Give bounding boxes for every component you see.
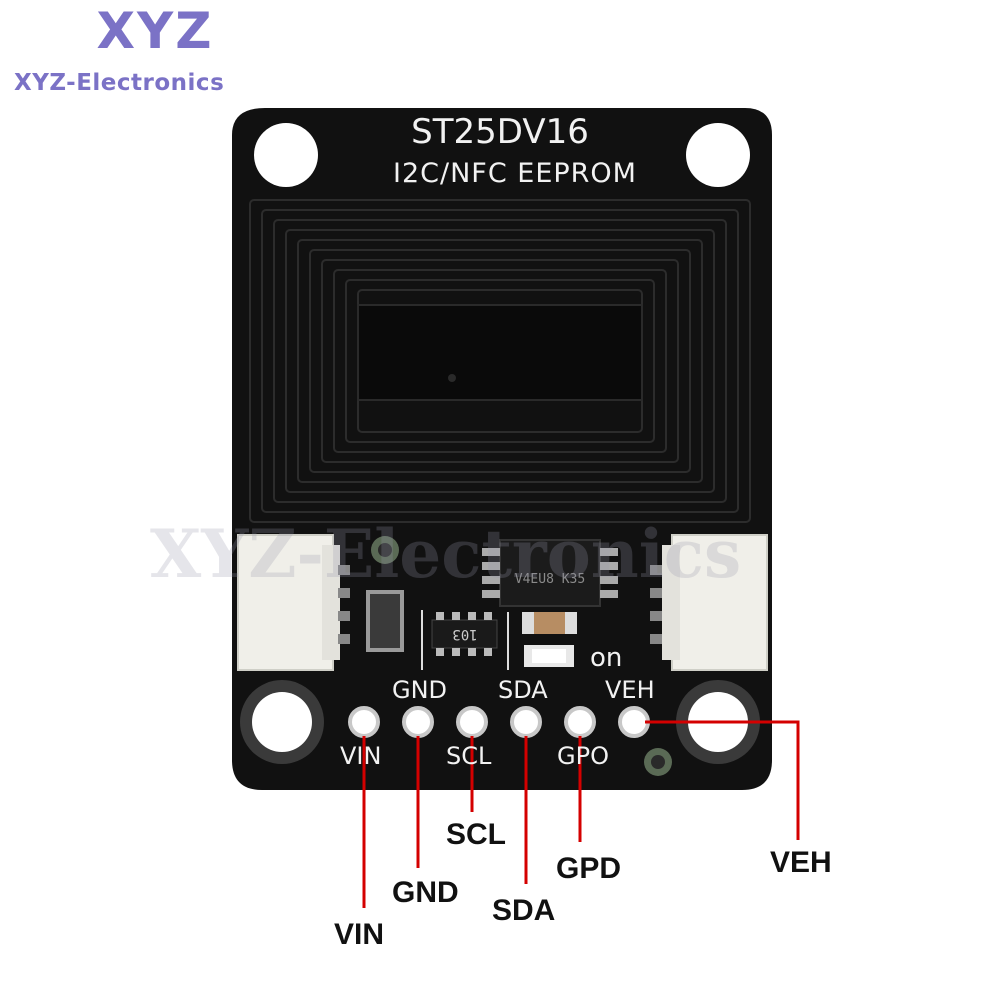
jst-connector-right xyxy=(650,534,768,671)
antenna-center-pad xyxy=(357,304,643,401)
callout-vin: VIN xyxy=(334,918,385,951)
pin-label-veh: VEH xyxy=(605,676,655,704)
resistor-network xyxy=(431,612,498,656)
pin-label-gpo: GPO xyxy=(557,742,609,770)
mount-hole-top-right xyxy=(686,123,750,187)
header-pins xyxy=(348,706,650,738)
brand-logo-text: XYZ xyxy=(96,2,214,60)
brand-company-name: XYZ-Electronics xyxy=(14,70,225,96)
callout-gpd: GPD xyxy=(556,852,622,885)
callout-scl: SCL xyxy=(446,818,506,851)
callout-veh: VEH xyxy=(770,846,832,879)
pin-label-gnd: GND xyxy=(392,676,448,704)
callout-sda: SDA xyxy=(492,894,556,927)
pin-label-scl: SCL xyxy=(446,742,492,770)
chip-marking: V4EU8 K35 xyxy=(515,572,585,587)
led-label: on xyxy=(590,643,622,673)
callout-gnd: GND xyxy=(392,876,459,909)
mount-hole-top-left xyxy=(254,123,318,187)
capacitor xyxy=(366,590,404,652)
callout-lines xyxy=(362,720,800,908)
resistor-marking: 103 xyxy=(452,626,477,642)
jst-connector-left xyxy=(237,534,350,671)
brand-logo: XYZ XYZ-Electronics xyxy=(0,0,300,110)
eeprom-chip xyxy=(482,539,618,607)
pin-label-sda: SDA xyxy=(498,676,548,704)
board-subtitle-label: I2C/NFC EEPROM xyxy=(393,158,637,189)
watermark: XYZ-Electronics xyxy=(150,515,742,593)
board-model-label: ST25DV16 xyxy=(411,112,589,152)
resistor xyxy=(522,612,577,634)
power-led xyxy=(524,645,574,667)
pin-label-vin: VIN xyxy=(340,742,382,770)
